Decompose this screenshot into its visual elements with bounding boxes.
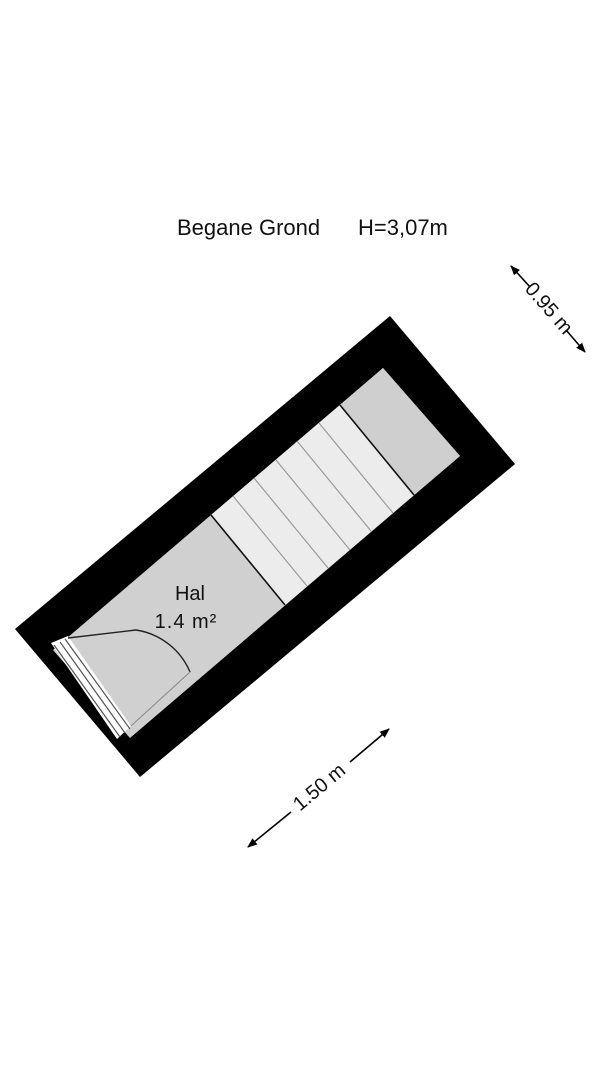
- plan-drawing: [15, 316, 515, 777]
- length-label: 1.50 m: [289, 759, 350, 815]
- floor-name: Begane Grond: [177, 215, 320, 240]
- width-dimension-line-2: [565, 329, 586, 353]
- length-dimension: 1.50 m: [247, 728, 390, 848]
- stair-landing: [340, 368, 460, 495]
- door-closed-line: [130, 671, 191, 727]
- door-leaf: [67, 629, 137, 639]
- width-dimension: 0.95 m: [510, 265, 586, 353]
- door-frame: [53, 638, 131, 738]
- stair-start-line: [210, 514, 286, 606]
- length-dimension-line-2: [349, 728, 390, 763]
- stair-steps: [232, 422, 394, 587]
- stair-end-line: [339, 404, 415, 496]
- room-name: Hal: [175, 583, 205, 605]
- door-swing-icon: [135, 629, 191, 673]
- room-area: 1.4 m²: [155, 611, 218, 633]
- length-dimension-line: [247, 811, 292, 848]
- floor-height: H=3,07m: [358, 215, 448, 240]
- width-label: 0.95 m: [520, 278, 577, 339]
- width-dimension-line: [510, 265, 531, 288]
